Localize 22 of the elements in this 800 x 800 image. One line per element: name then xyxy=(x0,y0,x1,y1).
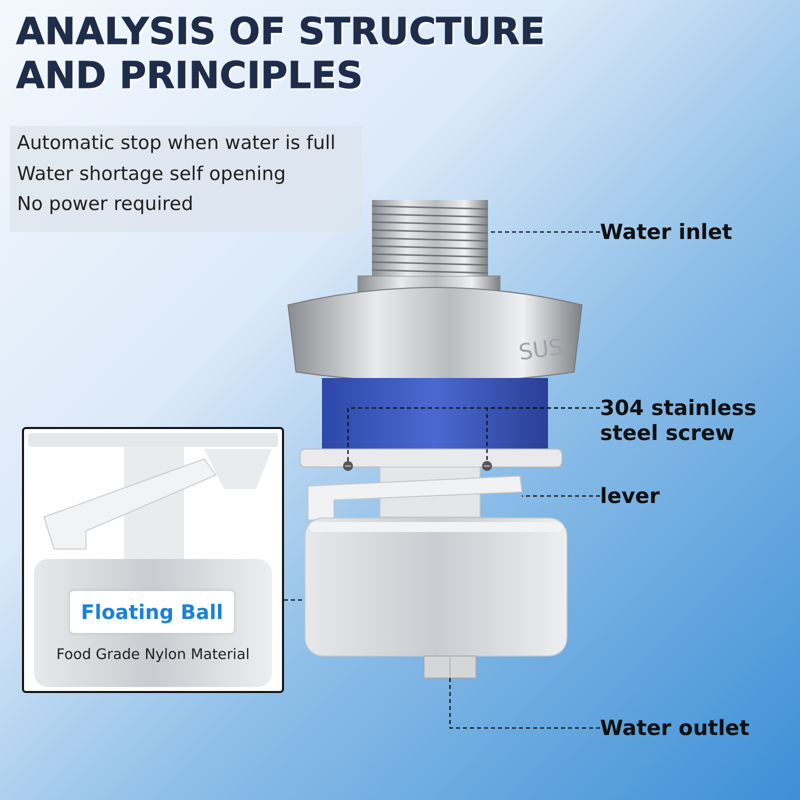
leader-line xyxy=(284,599,305,601)
outlet-nozzle xyxy=(424,656,476,678)
floating-ball-tag: Floating Ball xyxy=(70,591,234,633)
feature-note: Automatic stop when water is full xyxy=(17,132,336,154)
float-cylinder xyxy=(304,518,568,656)
feature-note: No power required xyxy=(17,193,194,215)
lever-arm xyxy=(308,475,523,520)
screw-head xyxy=(343,461,353,471)
leader-line xyxy=(486,407,600,461)
engraved-text: SUS xyxy=(517,335,564,366)
screw-head xyxy=(482,461,492,471)
leader-line xyxy=(522,495,600,497)
feature-note: Water shortage self opening xyxy=(17,163,286,185)
callout-label: Water inlet xyxy=(600,220,790,245)
leader-line xyxy=(449,678,600,729)
material-note: Food Grade Nylon Material xyxy=(55,647,251,663)
callout-label: Water outlet xyxy=(600,716,790,741)
callout-label: lever xyxy=(600,484,790,509)
title-heading: ANALYSIS OF STRUCTURE AND PRINCIPLES xyxy=(16,10,546,98)
threaded-inlet xyxy=(372,200,488,276)
leader-line xyxy=(488,231,600,233)
callout-label: 304 stainless steel screw xyxy=(600,396,760,446)
